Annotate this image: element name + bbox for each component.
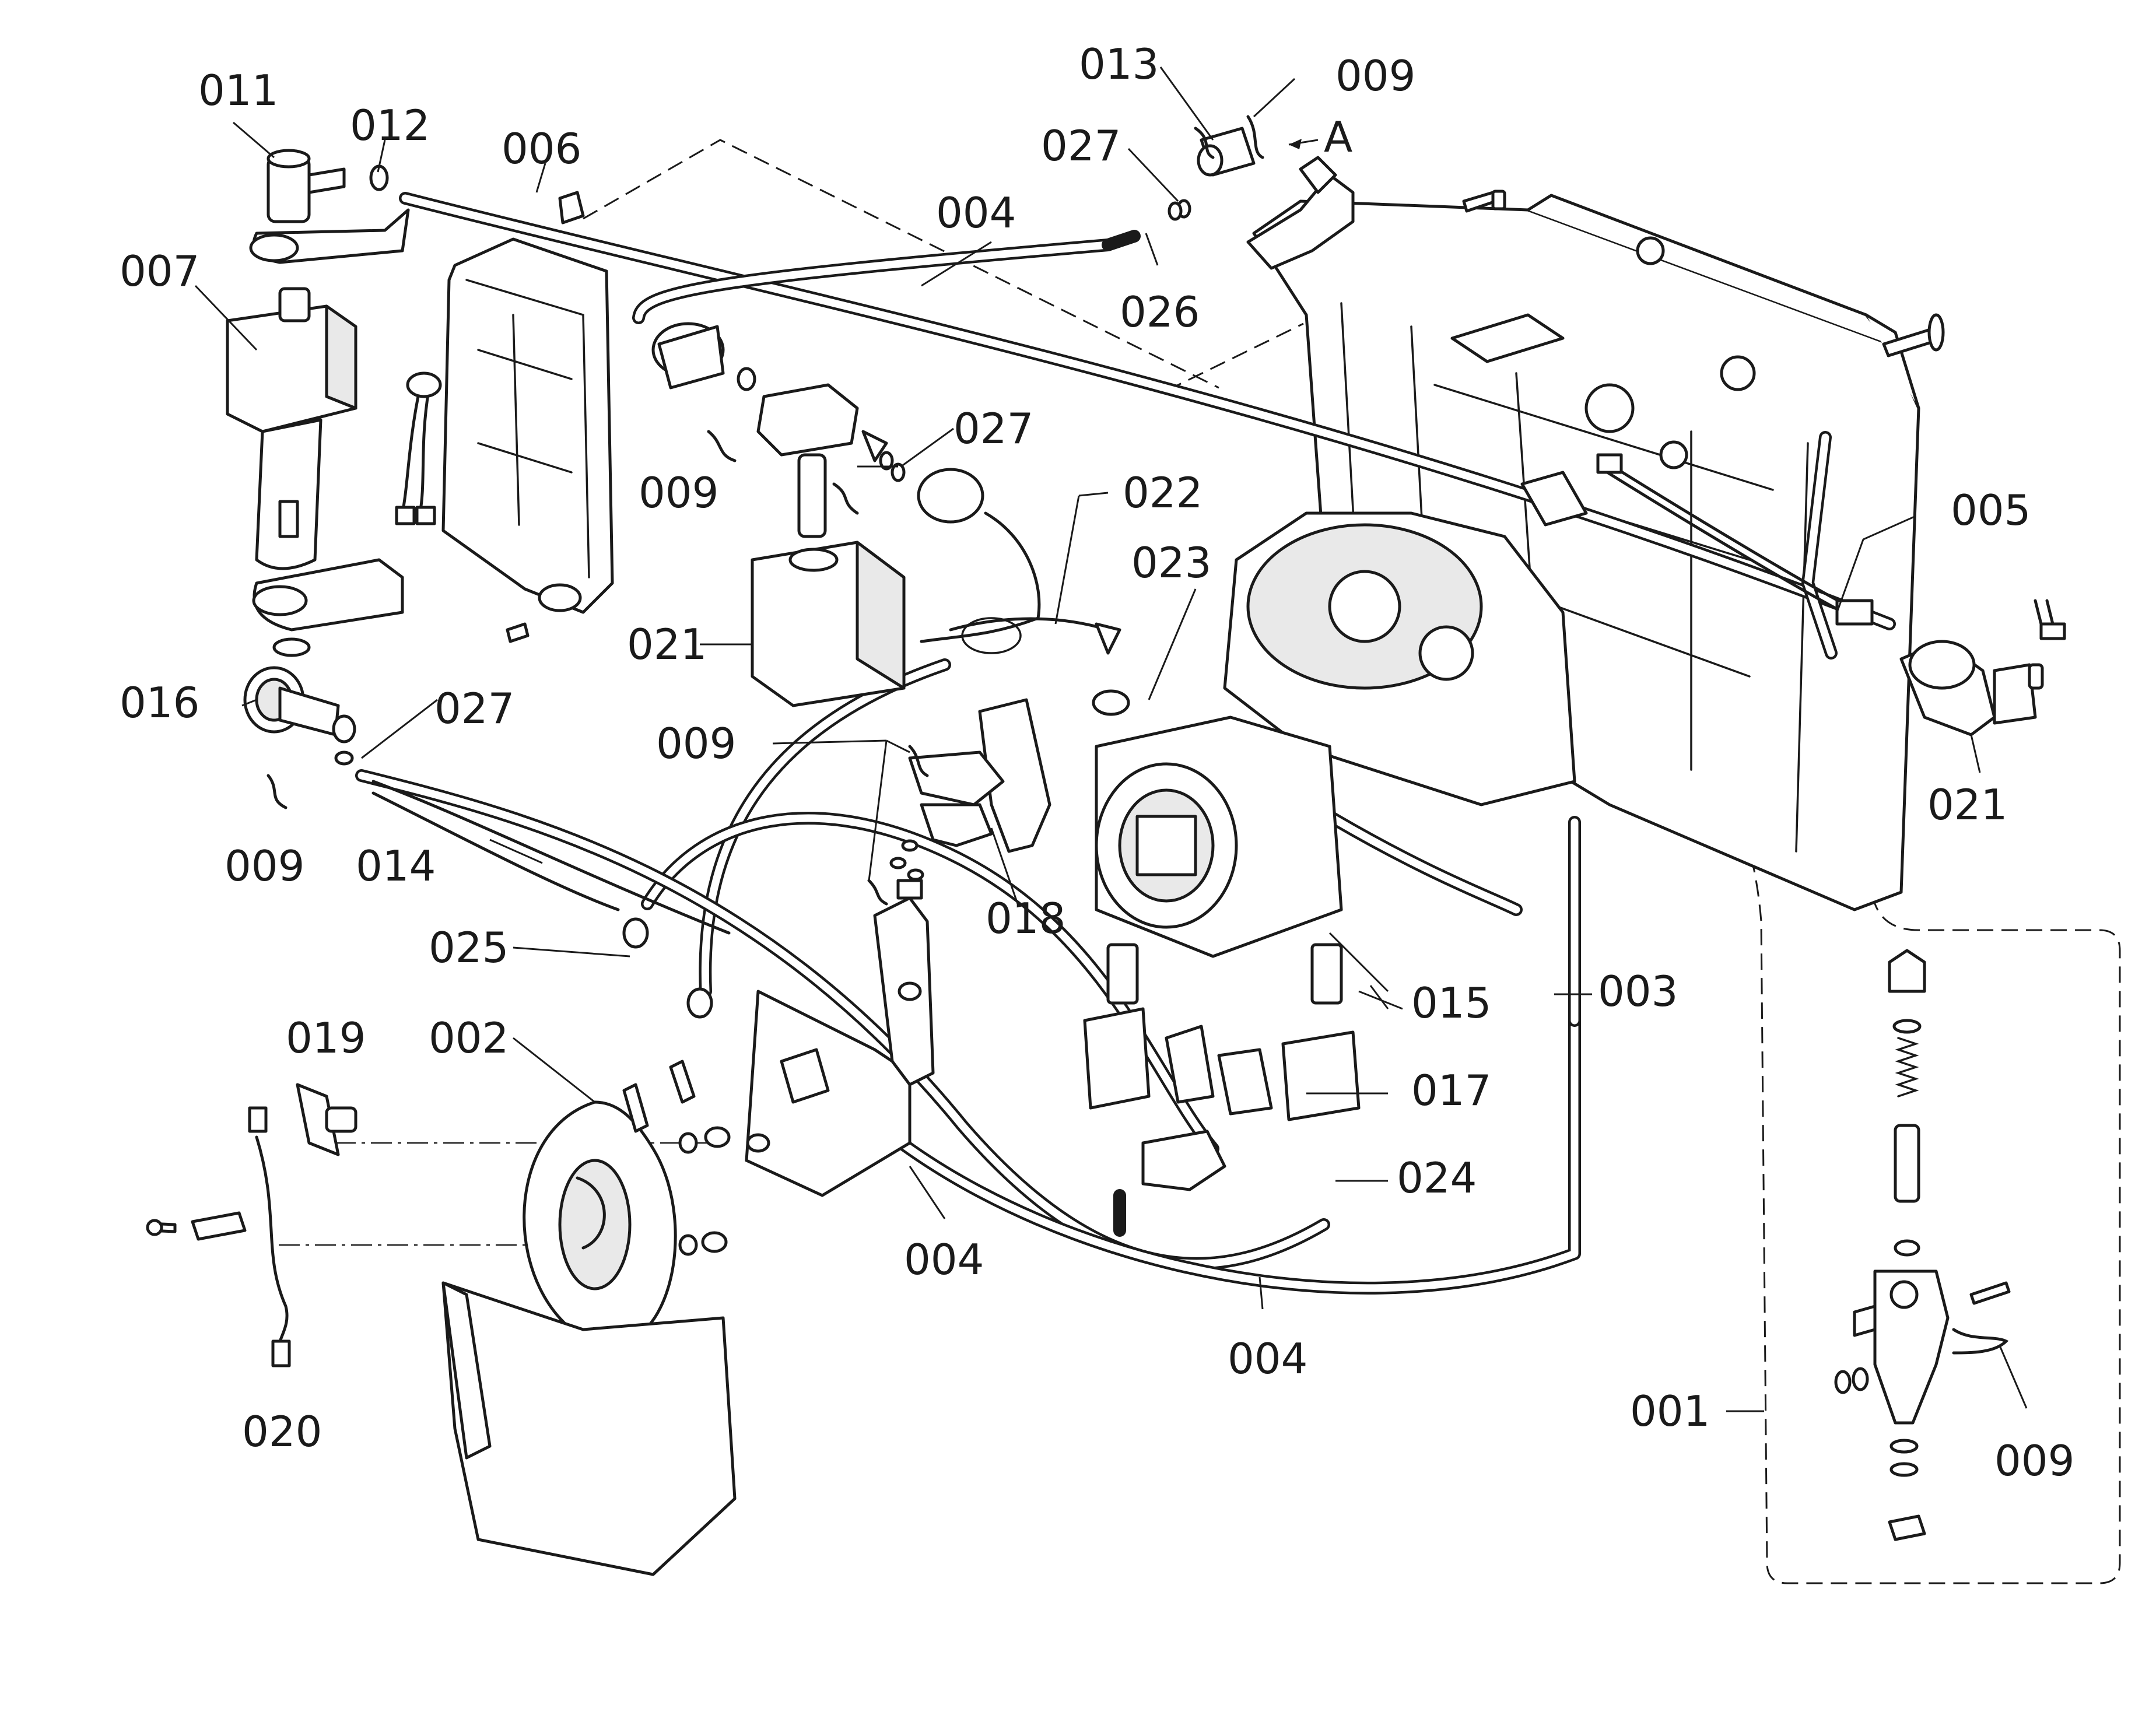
- callout-009-left: 009: [225, 841, 304, 890]
- wire-020: [146, 1106, 291, 1367]
- callout-002: 002: [429, 1013, 509, 1062]
- chassis-screws: [1462, 190, 1945, 357]
- callout-012: 012: [350, 101, 430, 150]
- callout-018: 018: [986, 894, 1065, 943]
- callout-005: 005: [1951, 486, 2031, 535]
- wiring-harness: [920, 511, 1130, 716]
- heater-element-002: [441, 1100, 737, 1576]
- connector-block-018: [908, 698, 1051, 853]
- callout-027-left: 027: [434, 684, 514, 733]
- callout-022: 022: [1123, 468, 1203, 517]
- callout-labels: 011 012 006 007 016 027 009 014 013 009 …: [120, 40, 2074, 1485]
- callout-004-top: 004: [936, 188, 1016, 237]
- upper-bracket: [1246, 156, 1355, 270]
- callout-003: 003: [1598, 967, 1678, 1016]
- callout-023: 023: [1131, 538, 1211, 587]
- callout-024: 024: [1397, 1153, 1477, 1202]
- thermostat-019: [296, 1083, 357, 1156]
- callout-027-top: 027: [1041, 121, 1121, 170]
- callout-021-right: 021: [1927, 780, 2007, 829]
- callout-009-top: 009: [1335, 51, 1415, 100]
- solenoid-valve-021: [651, 322, 984, 707]
- callout-026: 026: [1120, 287, 1200, 336]
- callout-020: 020: [242, 1407, 322, 1456]
- right-solenoid-021: [1899, 640, 2044, 737]
- callout-009-lower: 009: [656, 719, 736, 768]
- leader-lines: [194, 66, 2028, 1412]
- callout-001: 001: [1630, 1387, 1710, 1436]
- thermoblock-015: [1083, 511, 1576, 1191]
- callout-016: 016: [120, 678, 199, 727]
- valve-001: [1834, 949, 2011, 1541]
- callout-014: 014: [356, 841, 436, 890]
- callout-017: 017: [1411, 1066, 1491, 1115]
- callout-021-center: 021: [627, 620, 707, 669]
- callout-025: 025: [429, 923, 509, 972]
- callout-009-mid: 009: [639, 468, 718, 517]
- callout-027-mid: 027: [953, 404, 1033, 453]
- view-arrow-a-label: A: [1324, 113, 1352, 162]
- pump-assembly: [226, 149, 442, 657]
- callout-004-bottom: 004: [1228, 1334, 1307, 1383]
- flow-meter-016: [243, 666, 356, 766]
- capillary-tubes: [371, 780, 731, 935]
- callout-009-inset: 009: [1994, 1436, 2074, 1485]
- callout-013: 013: [1079, 40, 1159, 89]
- hose-clip: [1520, 471, 1588, 527]
- callout-004-lower: 004: [904, 1235, 984, 1284]
- mounting-bracket: [745, 896, 935, 1197]
- callout-015: 015: [1411, 979, 1491, 1027]
- view-arrow-a: A: [1288, 113, 1352, 162]
- connector-005: [1596, 453, 2066, 640]
- callout-006: 006: [502, 124, 581, 173]
- callout-007: 007: [120, 247, 199, 296]
- fittings: [267, 115, 1264, 1256]
- callout-019: 019: [286, 1013, 366, 1062]
- plastic-holder: [441, 191, 614, 643]
- callout-011: 011: [198, 66, 278, 115]
